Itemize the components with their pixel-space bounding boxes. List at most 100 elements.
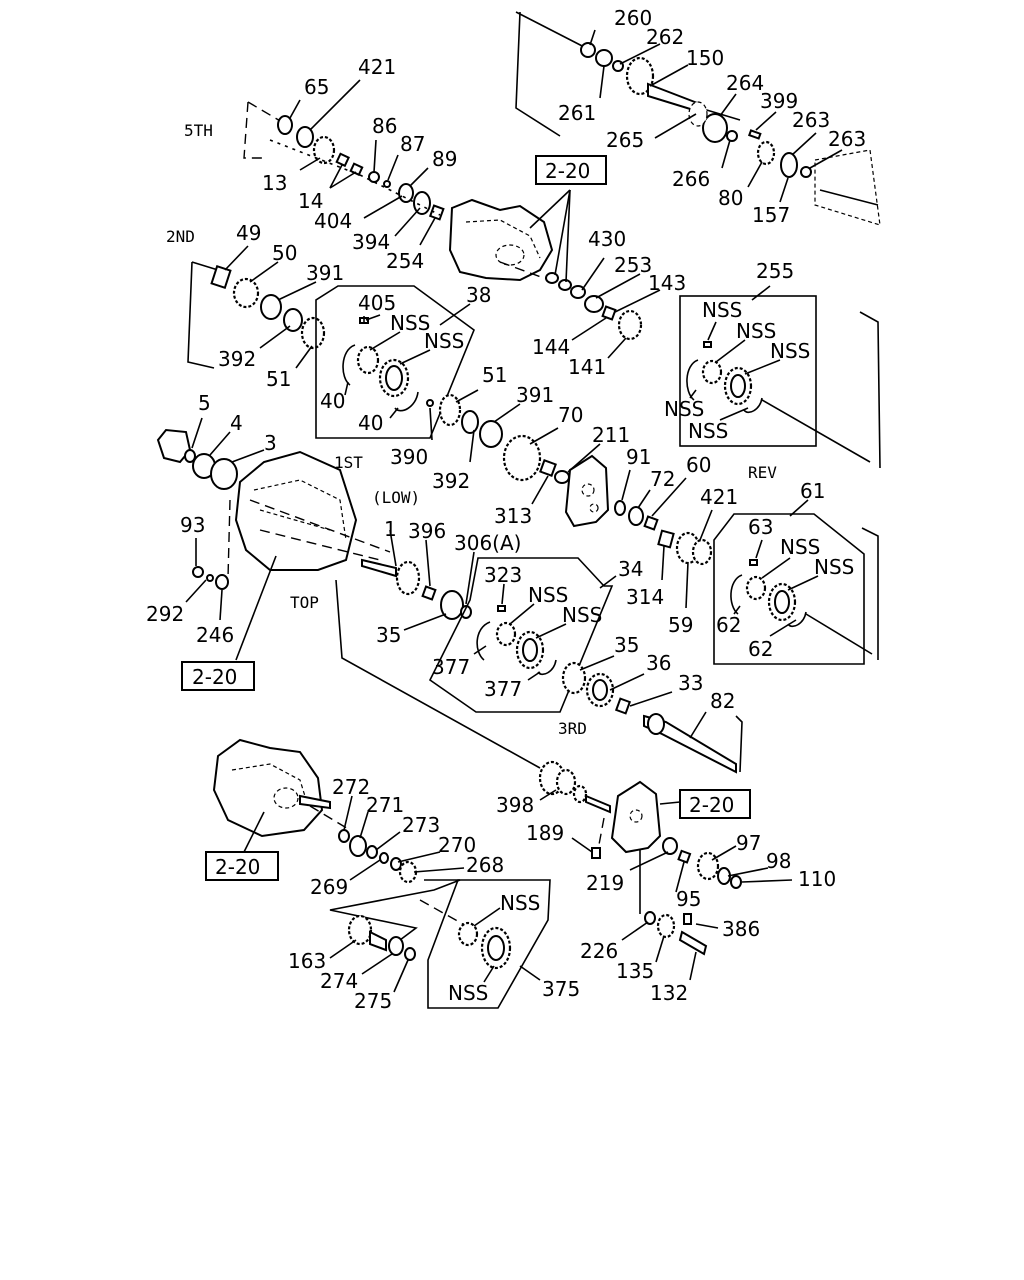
front-cover-parts xyxy=(156,417,265,621)
part-label-404: 404 xyxy=(314,209,352,233)
nss-label: NSS xyxy=(562,603,602,627)
part-label-269: 269 xyxy=(310,875,348,899)
nss-label: NSS xyxy=(770,339,810,363)
part-label-50: 50 xyxy=(272,241,297,265)
part-label-33: 33 xyxy=(678,671,703,695)
rear-case xyxy=(212,738,351,853)
nss-label: NSS xyxy=(390,311,430,335)
fifth-gear-assembly xyxy=(243,101,445,221)
part-label-189: 189 xyxy=(526,821,564,845)
top-shaft-assembly xyxy=(515,11,881,226)
part-label-59: 59 xyxy=(668,613,693,637)
nss-label: NSS xyxy=(688,419,728,443)
part-label-323: 323 xyxy=(484,563,522,587)
part-label-4: 4 xyxy=(230,411,243,435)
part-label-430: 430 xyxy=(588,227,626,251)
part-label-143: 143 xyxy=(648,271,686,295)
part-label-36: 36 xyxy=(646,651,671,675)
part-label-265: 265 xyxy=(606,128,644,152)
part-label-35-b: 35 xyxy=(614,633,639,657)
part-label-86: 86 xyxy=(372,114,397,138)
part-label-314: 314 xyxy=(626,585,664,609)
part-label-274: 274 xyxy=(320,969,358,993)
ref-box-label: 2-20 xyxy=(545,159,590,183)
sync-box-61 xyxy=(713,499,879,665)
nss-label: NSS xyxy=(780,535,820,559)
group-label-rev: REV xyxy=(748,463,777,482)
part-label-93: 93 xyxy=(180,513,205,537)
third-gear-line xyxy=(561,655,743,774)
part-label-144: 144 xyxy=(532,335,570,359)
part-label-405: 405 xyxy=(358,291,396,315)
part-label-34: 34 xyxy=(618,557,643,581)
group-label-1st: 1ST xyxy=(334,453,363,472)
part-label-62: 62 xyxy=(716,613,741,637)
part-label-51: 51 xyxy=(266,367,291,391)
part-label-264: 264 xyxy=(726,71,764,95)
nss-label: NSS xyxy=(664,397,704,421)
part-label-377-b: 377 xyxy=(484,677,522,701)
part-label-272: 272 xyxy=(332,775,370,799)
part-label-13: 13 xyxy=(262,171,287,195)
part-label-398: 398 xyxy=(496,793,534,817)
group-label-2nd: 2ND xyxy=(166,227,195,246)
part-label-91: 91 xyxy=(626,445,651,469)
part-label-70: 70 xyxy=(558,403,583,427)
ref-box-label: 2-20 xyxy=(689,793,734,817)
part-label-391-b: 391 xyxy=(516,383,554,407)
countershaft-group xyxy=(538,760,611,859)
ref-box-2-20[interactable]: 2-20 xyxy=(679,789,751,819)
reverse-line xyxy=(614,469,713,609)
ref-box-2-20[interactable]: 2-20 xyxy=(181,661,255,691)
part-label-253: 253 xyxy=(614,253,652,277)
part-label-270: 270 xyxy=(438,833,476,857)
part-label-255: 255 xyxy=(756,259,794,283)
first-gear-line xyxy=(426,389,601,505)
ref-box-2-20[interactable]: 2-20 xyxy=(205,851,279,881)
part-label-268: 268 xyxy=(466,853,504,877)
part-label-150: 150 xyxy=(686,46,724,70)
part-label-60: 60 xyxy=(686,453,711,477)
group-label-3rd: 3RD xyxy=(558,719,587,738)
part-label-306a: 306(A) xyxy=(454,531,521,555)
shaft-143-group xyxy=(571,257,661,359)
part-label-63: 63 xyxy=(748,515,773,539)
nss-label: NSS xyxy=(424,329,464,353)
group-label-top: TOP xyxy=(290,593,319,612)
part-label-40-b: 40 xyxy=(358,411,383,435)
part-label-61: 61 xyxy=(800,479,825,503)
nss-label: NSS xyxy=(528,583,568,607)
ref-box-2-20[interactable]: 2-20 xyxy=(535,155,607,185)
connector-lines xyxy=(335,579,541,769)
part-label-260: 260 xyxy=(614,6,652,30)
input-shaft-group xyxy=(361,529,475,631)
part-label-292: 292 xyxy=(146,602,184,626)
part-label-49: 49 xyxy=(236,221,261,245)
part-label-262: 262 xyxy=(646,25,684,49)
part-label-163: 163 xyxy=(288,949,326,973)
main-housing xyxy=(234,450,391,661)
nss-label: NSS xyxy=(736,319,776,343)
part-label-386: 386 xyxy=(722,917,760,941)
part-label-263-b: 263 xyxy=(828,127,866,151)
part-label-5: 5 xyxy=(198,391,211,415)
plate-219-group xyxy=(610,780,793,981)
part-label-396: 396 xyxy=(408,519,446,543)
plate-211 xyxy=(564,454,610,528)
part-label-35: 35 xyxy=(376,623,401,647)
part-label-62-b: 62 xyxy=(748,637,773,661)
part-label-261: 261 xyxy=(558,101,596,125)
sync-box-38 xyxy=(315,285,475,439)
part-label-219: 219 xyxy=(586,871,624,895)
part-label-263: 263 xyxy=(792,108,830,132)
part-label-375: 375 xyxy=(542,977,580,1001)
part-label-394: 394 xyxy=(352,230,390,254)
part-label-392: 392 xyxy=(218,347,256,371)
intermediate-case xyxy=(448,189,586,299)
reference-boxes: 2-20 2-20 2-20 2-20 xyxy=(181,155,751,881)
part-label-110: 110 xyxy=(798,867,836,891)
part-label-275: 275 xyxy=(354,989,392,1013)
part-label-392-b: 392 xyxy=(432,469,470,493)
part-label-226: 226 xyxy=(580,939,618,963)
part-number-labels: 260 262 150 261 264 399 263 263 265 266 … xyxy=(146,6,866,1013)
